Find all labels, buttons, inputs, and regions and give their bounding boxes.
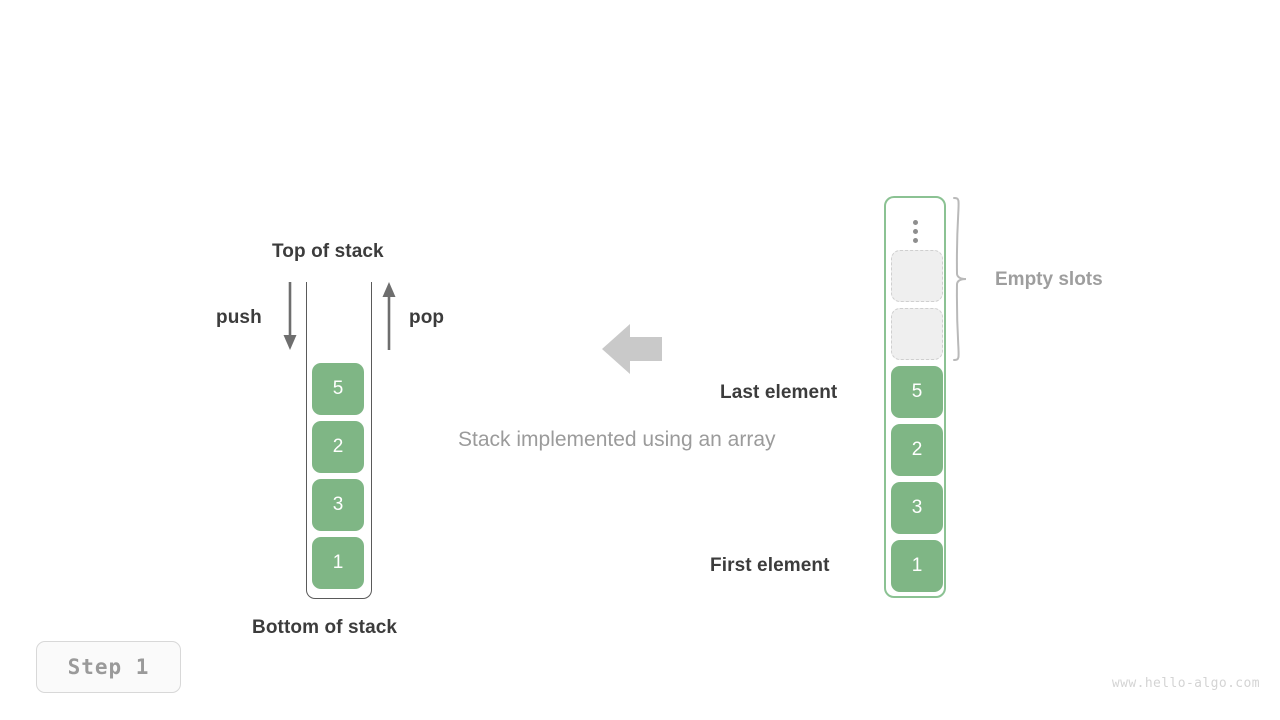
array-empty-slot (891, 250, 943, 302)
last-element-label: Last element (720, 382, 838, 403)
watermark: www.hello-algo.com (1111, 676, 1260, 691)
pop-arrow-up-icon (382, 282, 396, 350)
push-arrow-down-icon (283, 282, 297, 350)
step-badge: Step 1 (36, 641, 181, 693)
bottom-of-stack-label: Bottom of stack (252, 617, 398, 638)
stack-cell: 1 (312, 537, 364, 589)
push-label: push (216, 307, 262, 328)
stack-cell: 3 (312, 479, 364, 531)
array-empty-slot (891, 308, 943, 360)
diagram-caption: Stack implemented using an array (458, 428, 776, 451)
array-cell: 3 (891, 482, 943, 534)
empty-slots-label: Empty slots (995, 269, 1103, 290)
pop-label: pop (409, 307, 445, 328)
array-cell: 1 (891, 540, 943, 592)
stack-cell: 2 (312, 421, 364, 473)
empty-slots-brace-icon (953, 197, 967, 361)
top-of-stack-label: Top of stack (272, 241, 384, 262)
first-element-label: First element (710, 555, 830, 576)
step-badge-label: Step 1 (67, 655, 150, 679)
transform-arrow-left-icon (602, 324, 662, 374)
array-container: 5 2 3 1 (884, 196, 946, 598)
vertical-ellipsis-icon (886, 212, 944, 250)
array-cell: 2 (891, 424, 943, 476)
array-cell: 5 (891, 366, 943, 418)
stack-cell: 5 (312, 363, 364, 415)
stack-container: 5 2 3 1 (306, 282, 372, 599)
